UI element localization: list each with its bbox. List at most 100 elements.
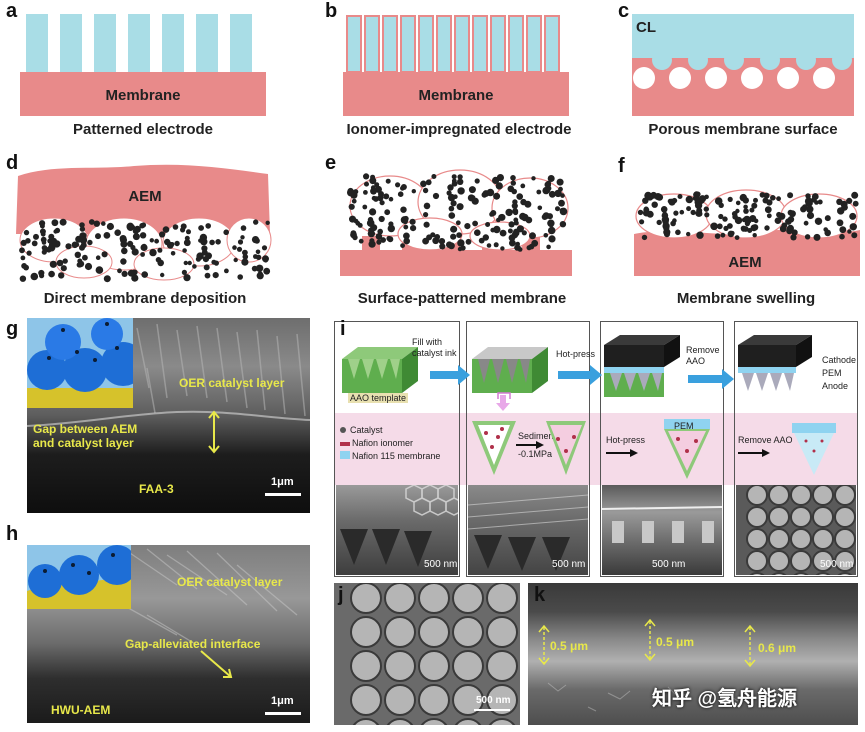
- catalyst-particle: [531, 176, 536, 181]
- panel-label-g: g: [6, 318, 19, 340]
- measure-label-2: 0.5 μm: [656, 635, 695, 649]
- catalyst-particle: [60, 265, 67, 272]
- grain: [815, 572, 831, 575]
- catalyst-particle: [253, 254, 258, 259]
- grain: [452, 684, 484, 716]
- catalyst-particle: [31, 240, 38, 247]
- catalyst-particle: [131, 274, 139, 282]
- catalyst-particle: [140, 252, 145, 257]
- catalyst-particle: [33, 233, 39, 240]
- catalyst-particle: [751, 202, 758, 209]
- sem-i-1: 500 nm: [336, 485, 458, 575]
- catalyst-particle: [117, 268, 122, 274]
- catalyst-particle: [499, 229, 507, 237]
- catalyst-particle: [641, 234, 648, 241]
- catalyst-particle: [493, 225, 501, 234]
- caption-d: Direct membrane deposition: [43, 290, 247, 307]
- panel-label-i: i: [340, 318, 346, 340]
- catalyst-particle: [806, 205, 814, 213]
- catalyst-particle: [790, 234, 797, 241]
- catalyst-particle: [400, 184, 407, 190]
- catalyst-particle: [704, 212, 710, 218]
- grain: [384, 684, 416, 716]
- catalyst-particle: [420, 180, 427, 188]
- catalyst-particle: [548, 235, 556, 243]
- catalyst-particle: [132, 228, 139, 235]
- catalyst-particle: [714, 233, 721, 239]
- catalyst-particle: [851, 232, 858, 239]
- catalyst-particle: [375, 233, 383, 240]
- arrow-3: [688, 369, 734, 389]
- catalyst-particle: [20, 255, 26, 261]
- catalyst-particle: [490, 210, 497, 216]
- catalyst-particle: [363, 173, 370, 180]
- catalyst-particle: [438, 238, 446, 245]
- grain: [768, 528, 790, 550]
- catalyst-particle: [493, 192, 501, 200]
- catalyst-particle: [26, 250, 32, 256]
- grain: [452, 583, 484, 614]
- catalyst-particle: [350, 191, 358, 199]
- arrow-remove2: [738, 449, 770, 457]
- grain: [454, 718, 482, 725]
- gap-arrow-h: [200, 650, 233, 678]
- catalyst-particle: [196, 252, 204, 260]
- catalyst-particle: [181, 269, 187, 275]
- catalyst-particle: [786, 227, 793, 235]
- catalyst-particle: [369, 208, 377, 216]
- catalyst-particle: [126, 222, 135, 231]
- aem-label-d: AEM: [128, 188, 162, 205]
- catalyst-particle: [851, 191, 859, 199]
- arrow-hotpress2: [606, 449, 638, 457]
- gap-arrow-g: [208, 410, 220, 454]
- catalyst-particle: [80, 242, 87, 249]
- catalyst-particle: [470, 195, 476, 200]
- catalyst-particle: [198, 225, 205, 231]
- catalyst-particle: [375, 185, 382, 193]
- catalyst-particle: [23, 264, 29, 271]
- catalyst-particle: [263, 257, 269, 263]
- watermark: 知乎 @氢舟能源: [652, 688, 798, 710]
- catalyst-particle: [698, 195, 707, 203]
- catalyst-particle: [525, 216, 533, 224]
- scale-text-j: 500 nm: [476, 695, 511, 706]
- catalyst-particle: [500, 246, 505, 251]
- catalyst-particle: [776, 196, 781, 202]
- catalyst-particle: [141, 244, 148, 251]
- catalyst-particle: [387, 236, 394, 243]
- catalyst-particle: [48, 270, 55, 278]
- catalyst-particle: [521, 230, 527, 236]
- catalyst-particle: [157, 247, 163, 253]
- grain: [452, 616, 484, 648]
- scale-text-i1: 500 nm: [424, 559, 458, 570]
- catalyst-particle: [558, 199, 565, 207]
- membrane-swelling-diagram: [634, 189, 860, 276]
- catalyst-particle: [718, 213, 724, 220]
- catalyst-particle: [806, 211, 815, 220]
- catalyst-particle: [673, 210, 679, 216]
- catalyst-particle: [710, 222, 718, 231]
- catalyst-particle: [787, 209, 794, 216]
- catalyst-particle: [740, 225, 747, 232]
- catalyst-particle: [450, 225, 458, 233]
- catalyst-particle: [120, 240, 128, 248]
- catalyst-particle: [434, 234, 441, 240]
- catalyst-particle: [87, 239, 93, 246]
- pem-label-1: PEM: [822, 368, 842, 378]
- membrane-label-b: Membrane: [418, 87, 494, 104]
- catalyst-particle: [730, 230, 735, 236]
- catalyst-particle: [411, 189, 416, 194]
- catalyst-particle: [690, 209, 696, 216]
- catalyst-particle: [397, 191, 404, 197]
- catalyst-particle: [695, 210, 702, 217]
- measure-arrow-3: [744, 625, 756, 667]
- panel-label-d: d: [6, 152, 19, 174]
- catalyst-particle: [205, 223, 211, 229]
- catalyst-particle: [39, 273, 45, 279]
- oer-label-h: OER catalyst layer: [177, 575, 283, 589]
- catalyst-particle: [121, 270, 128, 277]
- catalyst-particle: [431, 174, 437, 179]
- anode-label: Anode: [822, 381, 849, 391]
- catalyst-particle: [735, 200, 741, 206]
- pink-band: [334, 413, 858, 485]
